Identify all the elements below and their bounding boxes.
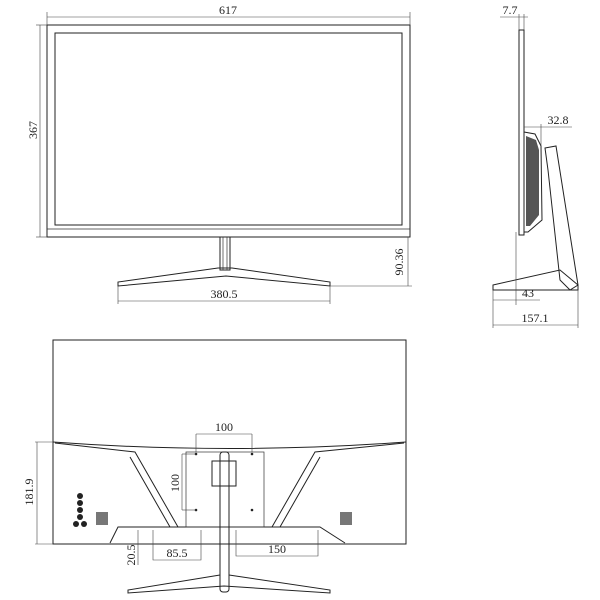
dim-port-width-right-label: 150 [268, 542, 286, 556]
speaker-grille-left [96, 512, 108, 525]
dim-base-depth-label: 157.1 [522, 311, 549, 325]
side-rear-hatching [526, 136, 539, 226]
dim-vesa-vertical: 100 [168, 453, 196, 511]
rear-stand-base [127, 574, 331, 594]
dim-height: 367 [26, 24, 47, 238]
rear-stand-mount [211, 460, 237, 487]
front-view: 617 367 90.36 380.5 [26, 3, 412, 304]
dim-port-width-right: 150 [235, 530, 319, 557]
dim-rear-depth-label: 32.8 [548, 113, 569, 127]
rear-ports [73, 493, 87, 527]
rear-bottom-ledge [109, 526, 346, 544]
rear-view: 100 100 181.9 20.5 85.5 150 [22, 339, 407, 594]
side-stand-arm [544, 145, 579, 291]
dim-height-label: 367 [26, 121, 40, 139]
front-stand-neck [219, 236, 231, 271]
dim-port-height: 20.5 [124, 530, 139, 566]
side-view: 7.7 32.8 43 157.1 [492, 3, 579, 328]
side-panel [518, 29, 525, 236]
dim-stand-height: 90.36 [330, 237, 412, 287]
rear-stand-neck [219, 451, 230, 593]
front-bezel-outline [46, 24, 411, 238]
dim-width: 617 [46, 3, 411, 25]
side-rear-housing [523, 131, 543, 233]
dim-rear-height: 181.9 [22, 441, 53, 545]
front-stand-base [117, 267, 331, 287]
speaker-grille-right [340, 512, 352, 525]
dim-stand-height-label: 90.36 [392, 249, 406, 276]
dim-base-offset-label: 43 [522, 286, 534, 300]
dim-vesa-horizontal: 100 [195, 420, 253, 452]
dim-rear-depth: 32.8 [524, 113, 572, 146]
dim-base-offset: 43 [493, 232, 540, 305]
dim-base-width-label: 380.5 [211, 287, 238, 301]
dim-base-depth: 157.1 [492, 290, 579, 328]
front-screen [54, 32, 403, 226]
side-stand-base [492, 269, 579, 291]
dim-width-label: 617 [219, 3, 237, 17]
dim-port-height-label: 20.5 [124, 545, 138, 566]
dim-base-width: 380.5 [117, 286, 331, 304]
dim-vesa-horizontal-label: 100 [215, 420, 233, 434]
dim-panel-thickness-label: 7.7 [503, 3, 518, 17]
dim-port-width-left: 85.5 [152, 530, 202, 561]
rear-housing-curve [52, 441, 407, 449]
dim-panel-thickness: 7.7 [500, 3, 528, 30]
vesa-plate [185, 451, 265, 528]
dim-port-width-left-label: 85.5 [167, 546, 188, 560]
dim-vesa-vertical-label: 100 [168, 474, 182, 492]
dim-rear-height-label: 181.9 [22, 479, 36, 506]
